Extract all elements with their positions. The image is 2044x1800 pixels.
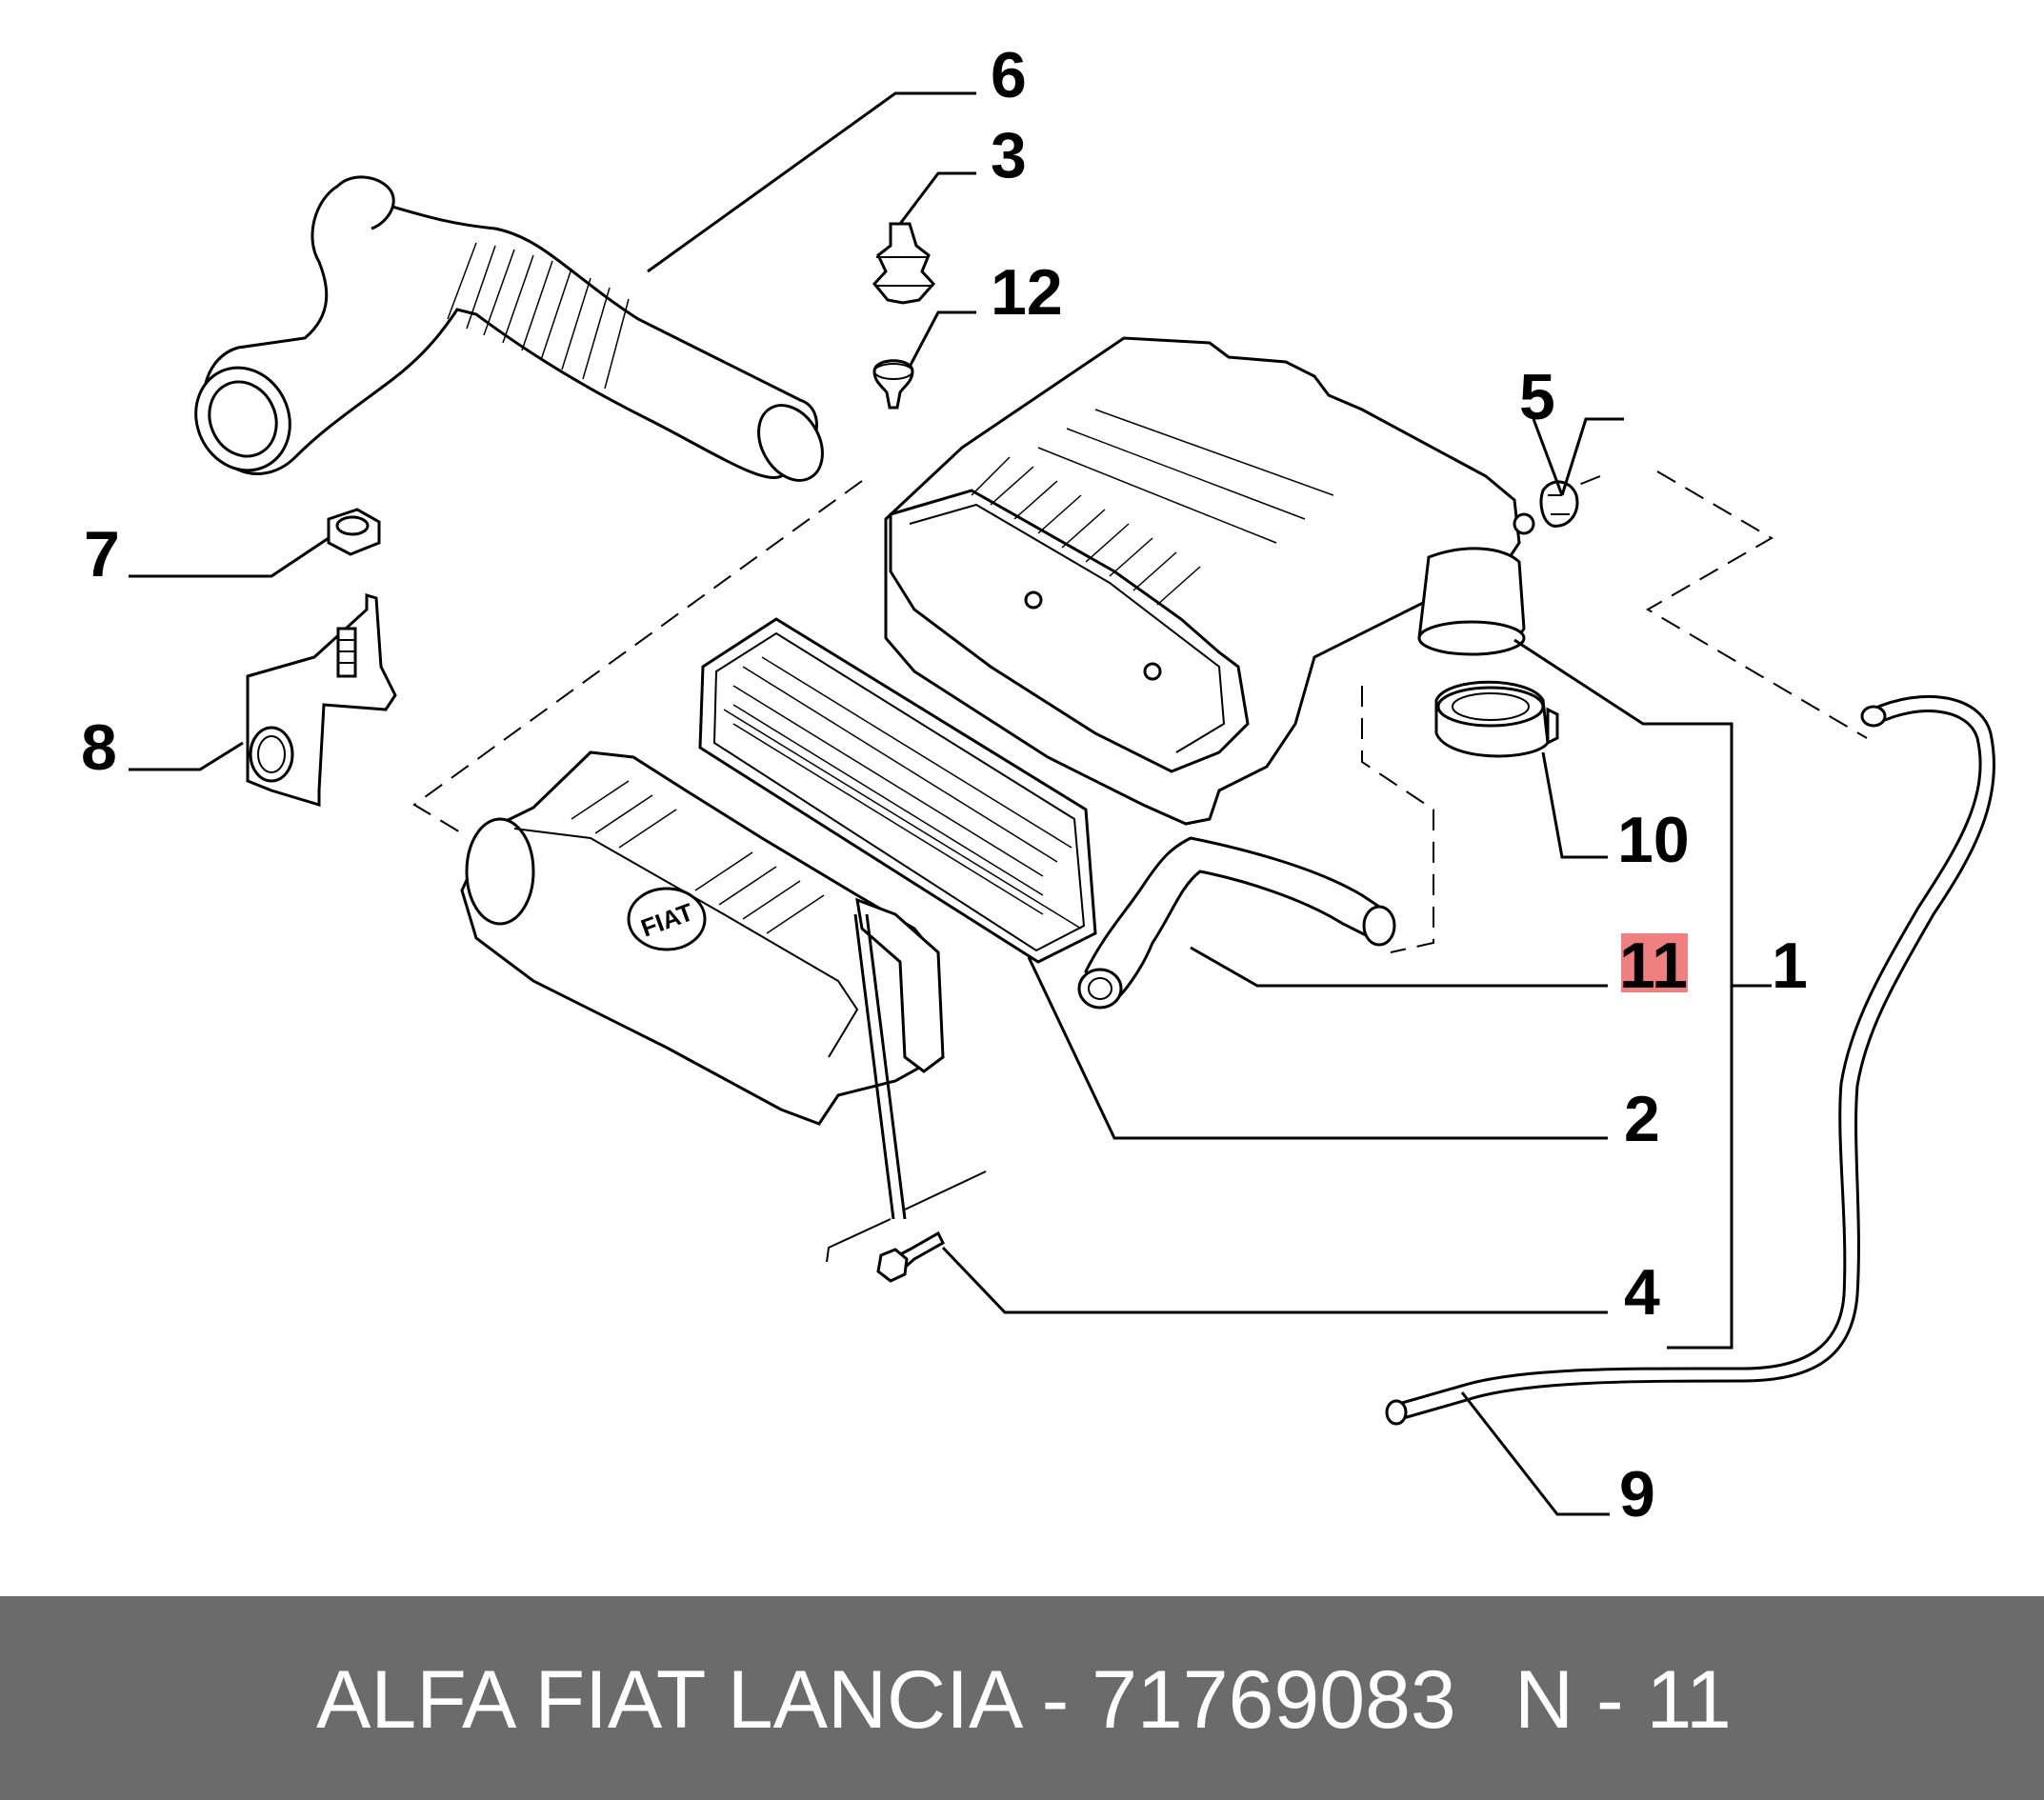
- callout-11-highlight: [1621, 933, 1688, 992]
- callout-6: 6: [991, 39, 1027, 111]
- filter-element-part-2: [698, 617, 1097, 964]
- callout-7: 7: [84, 518, 120, 590]
- callout-11: 11: [1619, 930, 1688, 1002]
- callout-3: 3: [991, 119, 1027, 191]
- fiat-logo-badge: [627, 887, 707, 951]
- hose-clip-part-5: [1539, 480, 1579, 528]
- footer-brand-part-number: ALFA FIAT LANCIA - 71769083: [316, 1654, 1456, 1746]
- leader-lines: [129, 91, 1772, 1516]
- callout-10: 10: [1617, 804, 1690, 876]
- airbox-cover: FIAT: [460, 750, 945, 1126]
- footer-bar: ALFA FIAT LANCIA - 71769083 N - 11: [0, 1596, 2044, 1800]
- footer-position: N - 11: [1514, 1654, 1732, 1746]
- callout-2: 2: [1624, 1083, 1660, 1155]
- intake-duct-part-6: [194, 175, 824, 482]
- callout-8: 8: [81, 711, 117, 784]
- callout-9: 9: [1619, 1458, 1655, 1530]
- parts-diagram: FIAT 6 3 12 5 7 8: [81, 39, 1995, 1530]
- screw-part-4: [876, 1230, 945, 1283]
- hose-part-11: [1077, 836, 1396, 1010]
- mount-pin-part-3: [872, 222, 936, 305]
- bracket-part-8: [246, 592, 397, 808]
- callout-4: 4: [1624, 1256, 1660, 1329]
- breather-hose-part-9: [1385, 694, 1995, 1426]
- callout-5: 5: [1519, 361, 1555, 433]
- callout-12: 12: [991, 256, 1063, 329]
- callout-labels: 6 3 12 5 7 8 10 11 1 2 4 9: [81, 39, 1808, 1530]
- rubber-ring-part-10: [1434, 680, 1559, 758]
- callout-1: 1: [1772, 930, 1808, 1002]
- airbox-housing-part-1: [884, 336, 1535, 826]
- nut-part-7: [327, 508, 381, 556]
- grommet-part-12: [872, 359, 914, 410]
